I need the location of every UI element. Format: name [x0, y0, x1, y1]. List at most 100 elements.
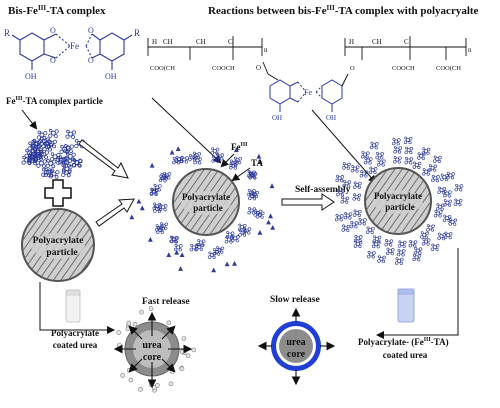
assembled-complex-blob — [350, 165, 360, 173]
ta-triangle-marker — [224, 261, 230, 267]
released-urea-dot — [179, 366, 185, 372]
poly1-n: n — [264, 46, 268, 54]
assembled-complex-blob — [413, 246, 423, 255]
oh-2: OH — [105, 72, 117, 81]
ta-triangle-marker — [268, 213, 273, 219]
polymer-chain-1 — [147, 36, 269, 75]
poly1-o: O — [256, 64, 261, 72]
poly2-n: n — [468, 46, 472, 54]
assembled-complex-blob — [397, 240, 407, 248]
released-urea-dot — [191, 347, 196, 353]
bridge-oh-1: OH — [272, 114, 282, 122]
right-particle-label-2: particle — [385, 202, 415, 212]
poly1-ch: CH — [163, 38, 173, 46]
ta-label: TA — [251, 158, 263, 168]
bridging-fe-ta-complex — [267, 73, 349, 112]
left-particle-label-1: Polyacrylate — [33, 236, 84, 246]
surface-complex-blob — [173, 243, 183, 252]
assembled-complex-blob — [428, 164, 438, 172]
poly1-ch2: CH — [196, 38, 206, 46]
assembled-complex-blob — [417, 152, 426, 160]
assembled-complex-blob — [396, 248, 406, 257]
assembled-complex-blob — [408, 239, 418, 248]
released-urea-dot — [148, 306, 154, 311]
self-assembly-label: Self-assembly — [295, 185, 351, 195]
o-3: O — [88, 26, 94, 35]
poly1-cooch3: COOCH — [212, 65, 235, 72]
polyacrylate-coated-urea-bottle — [65, 289, 81, 323]
r-right: R — [134, 28, 140, 38]
r-left: R — [4, 28, 10, 38]
surface-complex-blob — [247, 206, 257, 215]
assembled-complex-blob — [393, 156, 402, 164]
poly1-h: H — [152, 38, 157, 46]
assembled-complex-blob — [426, 224, 435, 232]
assembled-complex-blob — [367, 250, 376, 259]
ta-triangle-marker — [178, 266, 183, 271]
surface-complex-blob — [210, 147, 220, 155]
fe-ta-particle-cluster — [21, 128, 85, 179]
assembled-complex-blob — [342, 162, 351, 170]
fast-release-label: Fast release — [142, 297, 190, 307]
fe-label: FeIII — [231, 142, 248, 152]
surface-complex-blob — [180, 155, 189, 164]
ta-pointer — [231, 167, 251, 182]
released-urea-dot — [185, 353, 191, 359]
assembled-complex-blob — [435, 203, 445, 211]
assembled-complex-blob — [359, 170, 369, 178]
assembled-complex-blob — [446, 171, 455, 180]
poly2-coo-chain: COO(CH — [436, 65, 461, 72]
fe-ta-blob — [48, 128, 59, 138]
fe-pointer — [220, 153, 235, 168]
poly1-c: C — [228, 38, 233, 46]
title-reaction: Reactions between bis-FeIII-TA complex w… — [208, 4, 479, 17]
assembled-complex-blob — [403, 136, 413, 145]
polyacrylate-coated-label-2: coated urea — [53, 340, 98, 350]
left-particle-label-2: particle — [46, 248, 77, 258]
assembled-complex-blob — [375, 151, 385, 160]
fe-ta-blob — [65, 129, 76, 139]
fe-ta-blob — [36, 130, 48, 140]
poly2-h: H — [349, 38, 354, 46]
poly2-o: O — [350, 65, 355, 72]
assembled-complex-blob — [349, 220, 359, 229]
assembled-complex-blob — [404, 156, 414, 165]
ta-triangle-marker — [232, 260, 237, 266]
fe-ta-coated-urea-bottle — [397, 288, 415, 323]
poly1-coo-chain: COO(CH — [150, 65, 175, 72]
assembled-complex-blob — [433, 155, 442, 164]
assembled-complex-blob — [340, 196, 350, 204]
assembled-complex-blob — [369, 141, 379, 150]
fast-urea-label: urea — [142, 340, 161, 351]
assembled-complex-blob — [365, 226, 375, 235]
slow-release-label: Slow release — [270, 295, 320, 305]
assembled-complex-blob — [443, 199, 452, 207]
open-arrow-lower — [95, 198, 135, 227]
released-urea-dot — [168, 381, 174, 387]
assembled-complex-blob — [454, 183, 464, 192]
assembled-complex-blob — [335, 174, 345, 183]
assembled-complex-blob — [440, 173, 449, 182]
fast-release-arrows — [113, 311, 193, 389]
fe-center: Fe — [70, 41, 79, 51]
middle-particle-label-2: particle — [193, 203, 223, 213]
assembled-complex-blob — [422, 168, 431, 176]
assembled-complex-blob — [385, 247, 395, 256]
released-urea-dot — [166, 320, 172, 326]
title-complex: Bis-FeIII-TA complex — [8, 4, 106, 17]
ta-triangle-marker — [148, 237, 153, 242]
right-particle-label-1: Polyacrylate — [374, 191, 422, 201]
open-arrow-upper — [78, 139, 129, 179]
assembled-complex-blob — [334, 213, 344, 222]
assembled-complex-blob — [420, 231, 429, 239]
polyacrylate-particle-middle — [172, 168, 240, 236]
poly2-ch2: CH — [372, 38, 382, 46]
assembled-complex-blob — [393, 145, 403, 154]
released-urea-dot — [138, 387, 143, 392]
released-urea-dot — [155, 383, 160, 388]
arrow-reaction-to-right — [311, 109, 377, 184]
right-to-slow-release-connector — [376, 248, 459, 339]
fe-particle-pointer — [21, 109, 38, 130]
middle-particle-label-1: Polyacrylate — [182, 192, 230, 202]
